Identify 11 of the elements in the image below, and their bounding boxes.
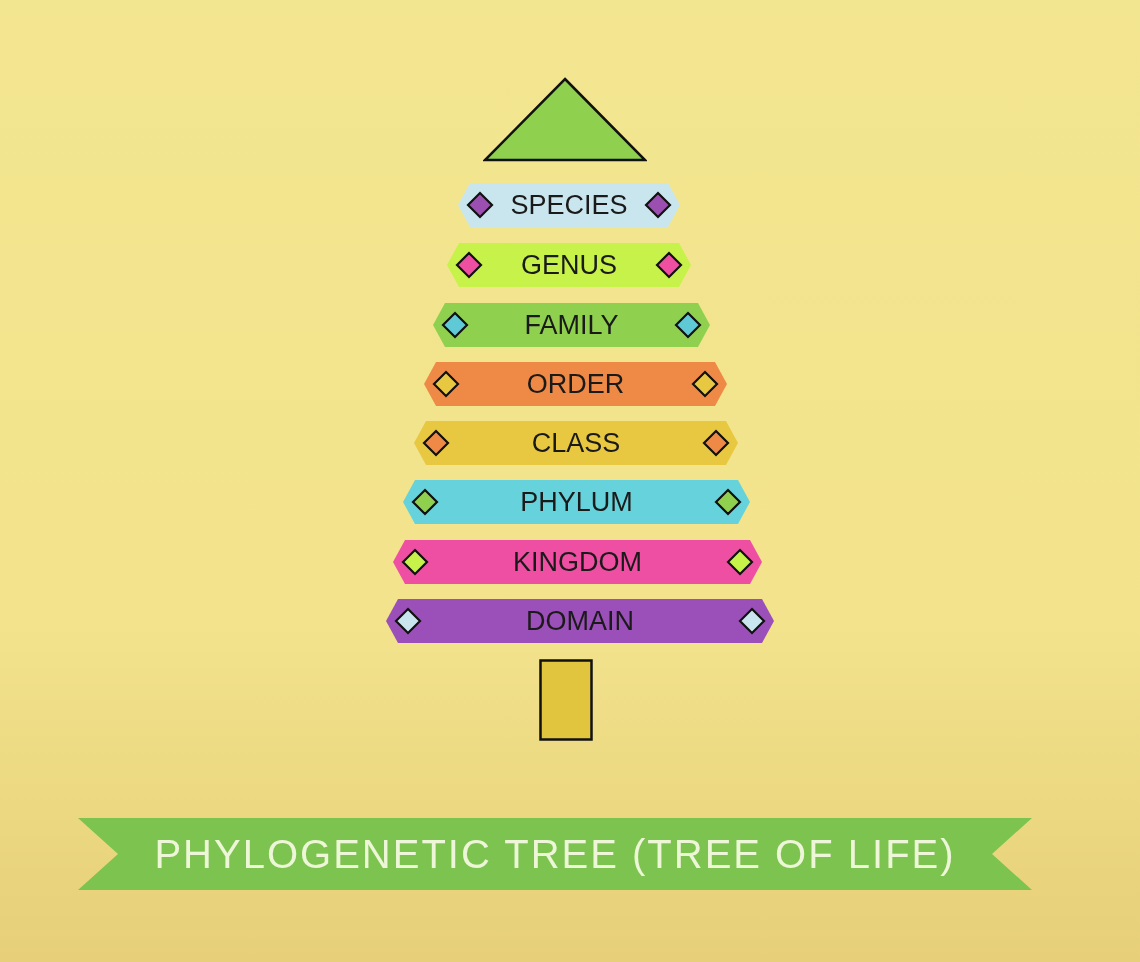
rank-label: ORDER <box>525 368 626 401</box>
rank-label: KINGDOM <box>512 546 643 579</box>
tree-top-triangle <box>483 77 647 162</box>
rank-label: SPECIES <box>509 189 629 222</box>
rank-label: CLASS <box>530 427 622 460</box>
rank-label: PHYLUM <box>519 486 634 519</box>
rank-label: DOMAIN <box>525 605 635 638</box>
rank-label: FAMILY <box>523 309 620 342</box>
title-text: PHYLOGENETIC TREE (TREE OF LIFE) <box>153 831 957 878</box>
rank-label: GENUS <box>520 249 618 282</box>
tree-trunk <box>539 659 593 741</box>
